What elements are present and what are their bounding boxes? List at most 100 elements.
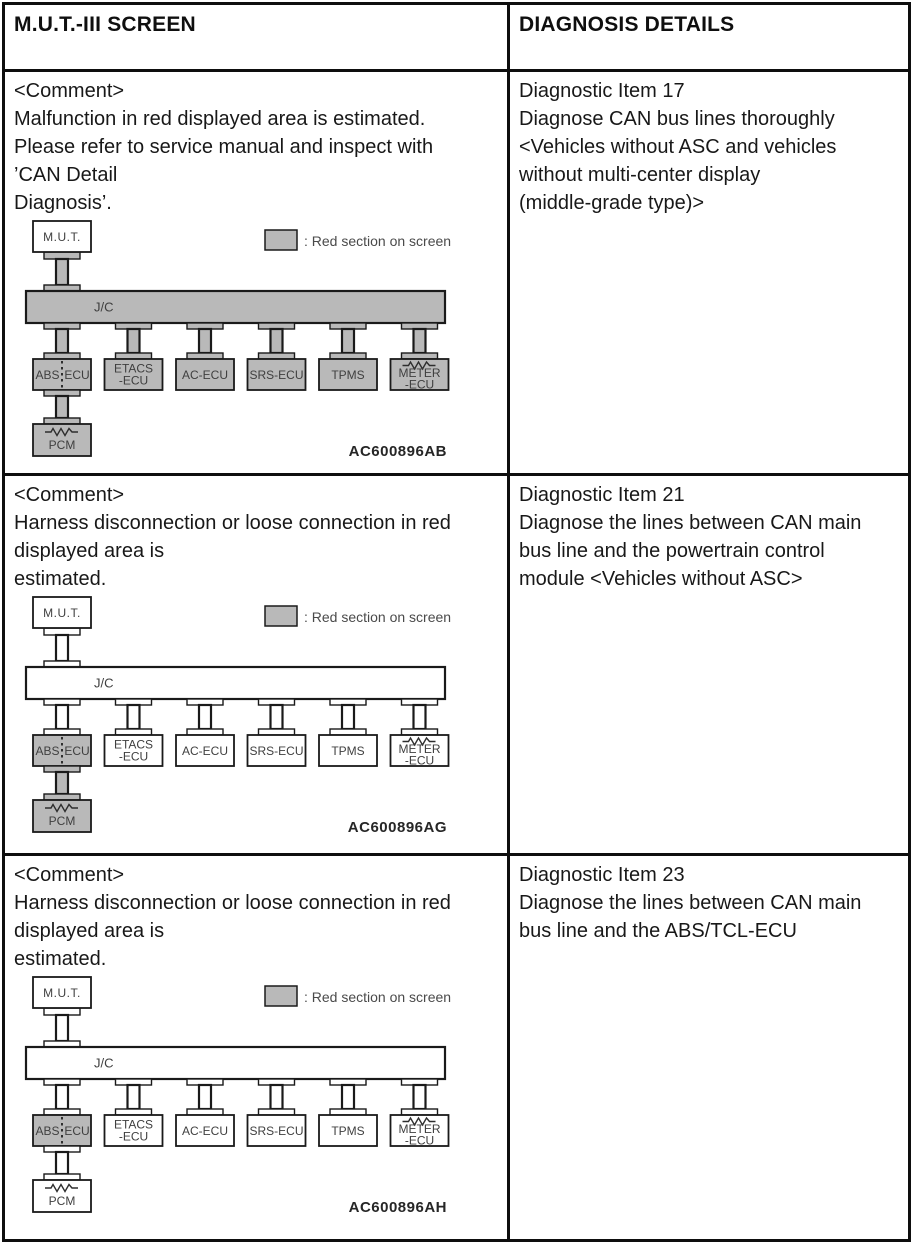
diagnosis-details-cell-row3: Diagnostic Item 23 Diagnose the lines be… (510, 856, 908, 1239)
diagnosis-text: Diagnostic Item 17 Diagnose CAN bus line… (519, 80, 837, 214)
jc-drop-4-tab-bottom (257, 728, 296, 736)
meter-ecu-label-line1: METER (399, 742, 441, 756)
ecu-label: ECU (64, 1124, 89, 1138)
pcm-termination-resistor (45, 803, 78, 813)
mut-label: M.U.T. (43, 230, 81, 244)
ac-ecu-box (175, 1114, 235, 1147)
pcm-label: PCM (49, 438, 76, 452)
jc-drop-6-tab-bottom (400, 1108, 439, 1116)
etacs-ecu-box (103, 358, 164, 391)
pcm-termination-resistor (45, 427, 78, 437)
etacs-ecu-label-line1: ETACS (114, 362, 153, 376)
meter-ecu-label-line2: -ECU (405, 1134, 434, 1148)
jc-drop-6-stem (412, 327, 427, 355)
ac-ecu-label: AC-ECU (182, 744, 228, 758)
ac-ecu-label: AC-ECU (182, 368, 228, 382)
etacs-ecu-box (103, 734, 164, 767)
abs-to-pcm-stem (54, 770, 70, 796)
jc-drop-4-tab-bottom (257, 1108, 296, 1116)
srs-ecu-label: SRS-ECU (249, 1124, 303, 1138)
ecu-label: ECU (64, 744, 89, 758)
mut-label: M.U.T. (43, 986, 81, 1000)
jc-drop-2-stem (126, 703, 141, 731)
tpms-label: TPMS (331, 368, 364, 382)
mut-label: M.U.T. (43, 606, 81, 620)
diagnosis-details-cell-row2: Diagnostic Item 21 Diagnose the lines be… (510, 476, 908, 856)
mut-to-jc-stem (54, 633, 70, 663)
column-header-diagnosis-details: DIAGNOSIS DETAILS (510, 5, 908, 72)
figure-code-label: AC600896AB (349, 443, 447, 460)
jc-drop-3-tab-bottom (186, 1108, 224, 1116)
jc-drop-3-stem (197, 327, 213, 355)
abs-label: ABS (35, 1124, 59, 1138)
jc-drop-2-stem (126, 327, 141, 355)
pcm-label: PCM (49, 1194, 76, 1208)
legend-swatch (264, 985, 298, 1007)
srs-ecu-box (246, 358, 307, 391)
tpms-box (318, 358, 378, 391)
abs-to-pcm-tab-bottom (43, 1173, 81, 1181)
ecu-label: ECU (64, 368, 89, 382)
srs-ecu-box (246, 1114, 307, 1147)
jc-drop-5-stem (340, 327, 356, 355)
meter-ecu-termination-resistor (402, 360, 436, 371)
jc-drop-4-stem (269, 327, 284, 355)
mut-screen-cell-row1: <Comment> Malfunction in red displayed a… (5, 72, 510, 476)
mut-screen-cell-row3: <Comment> Harness disconnection or loose… (5, 856, 510, 1239)
pcm-label: PCM (49, 814, 76, 828)
etacs-ecu-label-line1: ETACS (114, 1118, 153, 1132)
jc-drop-1-stem (54, 327, 70, 355)
meter-ecu-label-line1: METER (399, 366, 441, 380)
legend-label: : Red section on screen (304, 989, 451, 1005)
meter-ecu-label-line1: METER (399, 1122, 441, 1136)
ac-ecu-box (175, 358, 235, 391)
figure-code-label: AC600896AG (348, 819, 447, 836)
jc-drop-2-stem (126, 1083, 141, 1111)
srs-ecu-label: SRS-ECU (249, 368, 303, 382)
jc-label: J/C (94, 676, 114, 691)
jc-drop-4-stem (269, 1083, 284, 1111)
jc-drop-6-stem (412, 703, 427, 731)
srs-ecu-box (246, 734, 307, 767)
diagnosis-text: Diagnostic Item 23 Diagnose the lines be… (519, 864, 862, 942)
legend-label: : Red section on screen (304, 609, 451, 625)
legend-swatch (264, 229, 298, 251)
meter-ecu-termination-resistor (402, 736, 436, 747)
jc-bus-bar (24, 1045, 447, 1081)
etacs-ecu-box (103, 1114, 164, 1147)
tpms-label: TPMS (331, 1124, 364, 1138)
etacs-ecu-label-line2: -ECU (119, 374, 148, 388)
diagnosis-details-cell-row1: Diagnostic Item 17 Diagnose CAN bus line… (510, 72, 908, 476)
diagnosis-text: Diagnostic Item 21 Diagnose the lines be… (519, 484, 862, 590)
jc-drop-3-tab-bottom (186, 728, 224, 736)
jc-drop-1-tab-bottom (43, 1108, 81, 1116)
comment-text: <Comment> Harness disconnection or loose… (14, 864, 451, 970)
mut-to-jc-stem (54, 1013, 70, 1043)
meter-ecu-termination-resistor (402, 1116, 436, 1127)
jc-drop-5-tab-bottom (329, 1108, 367, 1116)
jc-label: J/C (94, 1056, 114, 1071)
mut-box (32, 976, 92, 1009)
jc-drop-3-stem (197, 1083, 213, 1111)
meter-ecu-label-line2: -ECU (405, 378, 434, 392)
jc-drop-6-stem (412, 1083, 427, 1111)
etacs-ecu-label-line1: ETACS (114, 738, 153, 752)
abs-label: ABS (35, 744, 59, 758)
mut-screen-cell-row2: <Comment> Harness disconnection or loose… (5, 476, 510, 856)
etacs-ecu-label-line2: -ECU (119, 1130, 148, 1144)
jc-drop-1-tab-bottom (43, 728, 81, 736)
meter-ecu-label-line2: -ECU (405, 754, 434, 768)
jc-drop-2-tab-bottom (114, 1108, 153, 1116)
jc-drop-5-stem (340, 1083, 356, 1111)
jc-drop-1-stem (54, 1083, 70, 1111)
comment-text: <Comment> Harness disconnection or loose… (14, 484, 451, 590)
legend-swatch (264, 605, 298, 627)
mut-to-jc-stem (54, 257, 70, 287)
jc-drop-4-stem (269, 703, 284, 731)
comment-text: <Comment> Malfunction in red displayed a… (14, 80, 434, 214)
ac-ecu-box (175, 734, 235, 767)
